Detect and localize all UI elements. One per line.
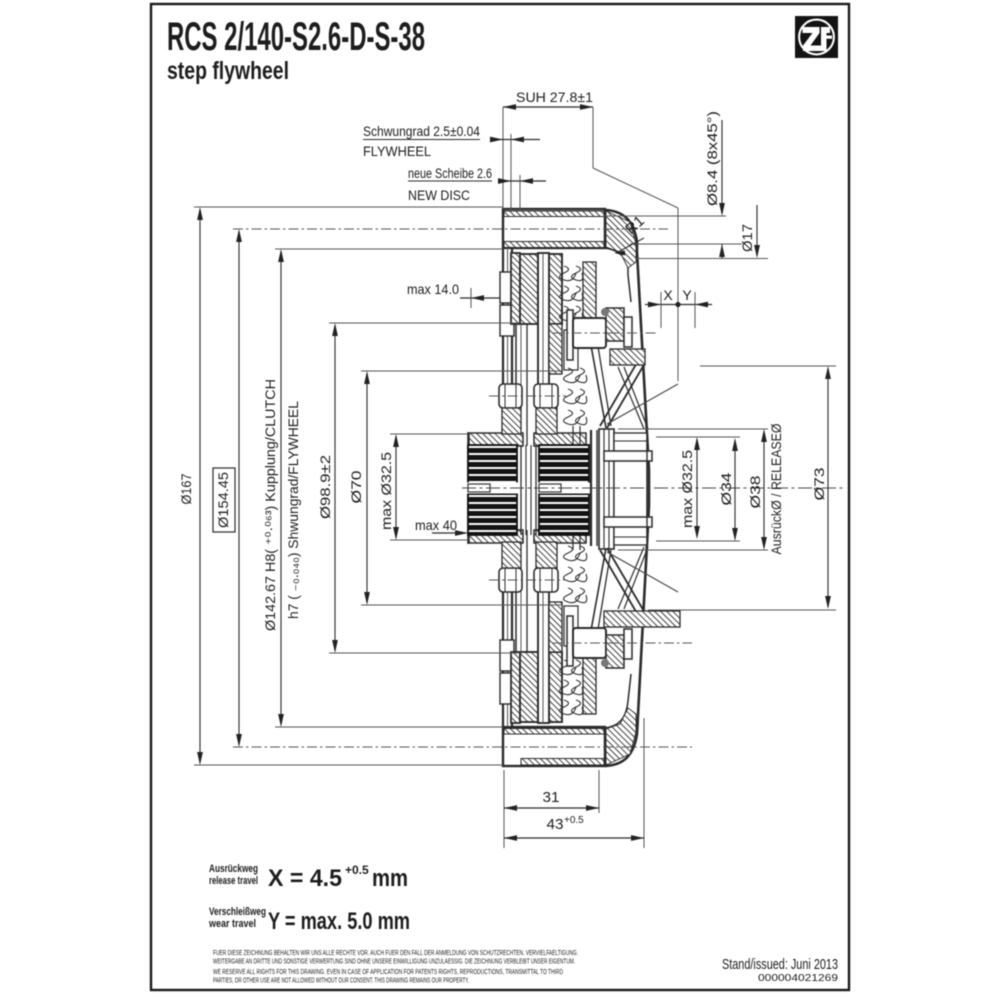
svg-text:X: X — [663, 287, 673, 303]
svg-text:Schwungrad 2.5±0.04: Schwungrad 2.5±0.04 — [363, 123, 480, 139]
svg-text:Ø34: Ø34 — [718, 472, 734, 505]
svg-text:Ø8.4 (8x45°): Ø8.4 (8x45°) — [704, 111, 720, 206]
svg-text:Y: Y — [682, 287, 692, 303]
svg-text:43: 43 — [547, 816, 564, 833]
svg-text:Ausrückweg: Ausrückweg — [209, 863, 258, 875]
svg-text:FUER DIESE ZEICHNUNG BEHALTEN: FUER DIESE ZEICHNUNG BEHALTEN WIR UNS AL… — [213, 948, 578, 957]
svg-text:NEW DISC: NEW DISC — [408, 187, 470, 203]
svg-text:000004021269: 000004021269 — [758, 973, 839, 984]
svg-text:step flywheel: step flywheel — [167, 57, 289, 85]
svg-text:Ø154.45: Ø154.45 — [215, 472, 231, 528]
svg-text:AusrückØ / RELEASEØ: AusrückØ / RELEASEØ — [769, 423, 784, 554]
svg-text:release travel: release travel — [209, 875, 258, 887]
svg-text:Y = max. 5.0 mm: Y = max. 5.0 mm — [268, 908, 410, 935]
svg-text:+0.5: +0.5 — [564, 815, 584, 826]
svg-text:max 40: max 40 — [415, 517, 457, 533]
svg-text:wear travel: wear travel — [208, 918, 256, 930]
svg-text:PARTIES, OR OTHER USE ARE NOT: PARTIES, OR OTHER USE ARE NOT ALLOWED WI… — [213, 976, 469, 985]
svg-text:Ø142.67 H8( ⁺⁰·⁰⁶³) Kupplung/C: Ø142.67 H8( ⁺⁰·⁰⁶³) Kupplung/CLUTCH — [263, 379, 278, 631]
svg-text:FLYWHEEL: FLYWHEEL — [363, 143, 431, 159]
svg-text:SUH 27.8±1: SUH 27.8±1 — [516, 89, 593, 105]
svg-text:+0.5: +0.5 — [345, 863, 369, 877]
svg-text:Verschleißweg: Verschleißweg — [209, 906, 266, 918]
svg-text:Ø98.9±2: Ø98.9±2 — [317, 455, 333, 519]
svg-text:max Ø32.5: max Ø32.5 — [679, 450, 695, 528]
svg-text:h7 ( ₋₀.₀₄₀) Shwungrad/FLYWHEE: h7 ( ₋₀.₀₄₀) Shwungrad/FLYWHEEL — [286, 401, 301, 619]
svg-text:Ø38: Ø38 — [747, 475, 763, 508]
svg-text:WE RESERVE ALL RIGHTS FOR THIS: WE RESERVE ALL RIGHTS FOR THIS DRAWING. … — [213, 967, 563, 976]
svg-text:Ø167: Ø167 — [178, 473, 194, 504]
svg-text:X = 4.5: X = 4.5 — [268, 865, 342, 892]
svg-text:neue Scheibe 2.6: neue Scheibe 2.6 — [408, 165, 492, 181]
svg-text:max 14.0: max 14.0 — [407, 281, 459, 297]
svg-text:max Ø32.5: max Ø32.5 — [378, 452, 394, 530]
svg-text:Ø17: Ø17 — [739, 224, 755, 252]
svg-text:RCS 2/140-S2.6-D-S-38: RCS 2/140-S2.6-D-S-38 — [167, 15, 425, 59]
svg-text:WEITERGABE AN DRITTE UND SONST: WEITERGABE AN DRITTE UND SONSTIGE VERWER… — [213, 957, 575, 966]
svg-text:Stand/issued: Juni 2013: Stand/issued: Juni 2013 — [722, 956, 838, 973]
svg-text:Ø70: Ø70 — [348, 470, 364, 503]
svg-text:31: 31 — [543, 789, 560, 806]
svg-text:mm: mm — [372, 865, 408, 892]
svg-text:Ø73: Ø73 — [811, 467, 827, 500]
